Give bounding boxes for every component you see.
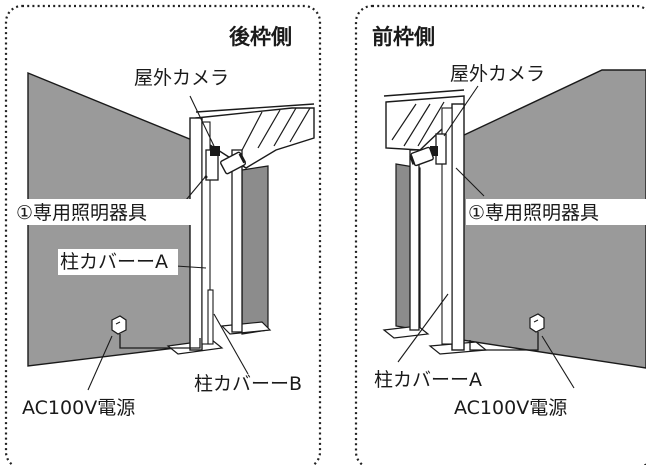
front-roof-slats	[391, 101, 445, 147]
rear-power-label: AC100V電源	[22, 397, 135, 419]
rear-light-arrow-dot	[204, 175, 208, 179]
rear-frame-panel: 後枠側 屋外カメラ ①専用照明器具 柱カバーーA 柱カバーーB AC100V電源	[4, 4, 322, 465]
front-post-back	[409, 149, 420, 331]
rear-power-cable	[119, 334, 201, 349]
rear-cover-a-label-bg	[58, 249, 178, 275]
rear-post-back	[231, 149, 243, 333]
front-camera	[409, 146, 434, 167]
front-light-label: ①専用照明器具	[468, 202, 599, 224]
rear-side-wall	[241, 165, 269, 335]
front-floor-plate-a	[382, 325, 430, 339]
rear-post-cover-b	[207, 289, 214, 345]
front-light-label-bg	[466, 199, 646, 225]
rear-post-front-inner	[201, 121, 211, 345]
front-power-cable	[469, 332, 539, 351]
front-power-outlet	[529, 313, 545, 333]
rear-title: 後枠側	[229, 25, 292, 49]
rear-light-label: ①専用照明器具	[16, 202, 147, 224]
front-frame-panel: 前枠側 屋外カメラ ①専用照明器具 柱カバーーA AC100V電源	[354, 4, 646, 465]
front-post-front	[451, 103, 465, 351]
rear-camera-mount	[210, 146, 220, 156]
front-post-front-inner	[441, 107, 453, 345]
front-camera-mount	[430, 146, 438, 156]
front-camera-label: 屋外カメラ	[450, 63, 545, 85]
rear-camera-label: 屋外カメラ	[134, 67, 229, 89]
rear-post-front	[189, 117, 203, 351]
rear-leader-lines	[87, 95, 249, 391]
front-leader-lines	[397, 85, 575, 389]
front-power-label: AC100V電源	[454, 397, 567, 419]
front-roof-edge	[383, 89, 465, 97]
rear-light-label-bg	[14, 199, 192, 225]
rear-camera	[220, 151, 246, 175]
rear-power-outlet	[111, 315, 127, 335]
front-cover-a-label: 柱カバーーA	[374, 369, 482, 391]
rear-panel-border	[4, 4, 322, 465]
front-title: 前枠側	[372, 25, 435, 49]
rear-cover-b-label: 柱カバーーB	[194, 373, 302, 395]
rear-cover-a-label: 柱カバーーA	[60, 251, 168, 273]
rear-floor-plate-b	[220, 321, 272, 335]
front-panel-border	[354, 4, 646, 465]
rear-roof-edge	[195, 103, 315, 113]
rear-roof-slats	[239, 107, 311, 155]
